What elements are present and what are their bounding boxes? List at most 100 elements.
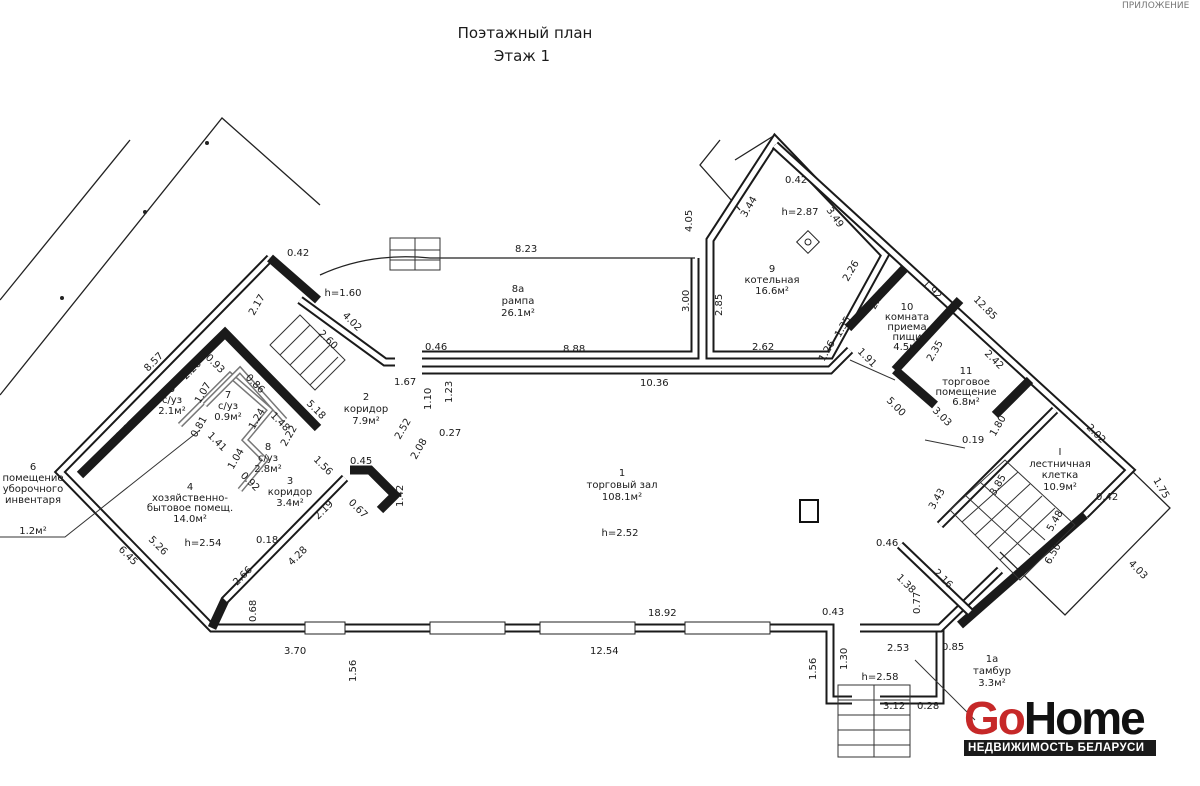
dimension: 3.03 <box>930 405 954 429</box>
logo-tagline: НЕДВИЖИМОСТЬ БЕЛАРУСИ <box>964 740 1156 756</box>
room-3-label: 3 коридор 3.4м² <box>268 476 312 509</box>
dimension: 1.80 <box>988 414 1009 439</box>
logo-wordmark: GoHome <box>964 692 1146 744</box>
height-room4: h=2.54 <box>185 538 222 549</box>
svg-text:7.9м²: 7.9м² <box>352 416 379 427</box>
svg-text:11: 11 <box>960 366 973 377</box>
dimension: 1.91 <box>855 346 879 370</box>
dimension: 1.75 <box>1150 476 1171 501</box>
dimension: 2.60 <box>316 328 340 352</box>
svg-text:клетка: клетка <box>1042 470 1079 481</box>
room-8a-label: 8а рампа 26.1м² <box>501 284 535 319</box>
svg-text:0.9м²: 0.9м² <box>214 412 241 423</box>
svg-text:помещение: помещение <box>935 387 996 398</box>
height-room9: h=2.87 <box>782 207 819 218</box>
room-6-label: 6 помещение уборочного инвентаря 1.2м² <box>2 462 63 537</box>
svg-text:2.1м²: 2.1м² <box>158 406 185 417</box>
dimension: 2.17 <box>247 293 268 318</box>
walls <box>53 132 1137 705</box>
dimension: 2.35 <box>925 339 946 364</box>
dimension: 0.77 <box>912 592 923 614</box>
svg-text:6: 6 <box>30 462 36 473</box>
dimension: 18.92 <box>648 608 677 619</box>
leader-lines <box>0 359 976 721</box>
dimension: 0.42 <box>1096 492 1118 503</box>
dimension: 12.85 <box>971 294 999 322</box>
dimension: 0.28 <box>917 701 939 712</box>
dimension: 8.88 <box>563 344 585 355</box>
svg-text:26.1м²: 26.1м² <box>501 308 535 319</box>
svg-text:10.9м²: 10.9м² <box>1043 482 1077 493</box>
room-9-label: 9 котельная 16.6м² <box>744 264 799 297</box>
dimension: 3.43 <box>927 487 948 512</box>
svg-text:инвентаря: инвентаря <box>5 495 61 506</box>
room-7-label: 7 с/уз 0.9м² <box>214 390 241 423</box>
svg-text:уборочного: уборочного <box>3 484 64 495</box>
svg-text:с/уз: с/уз <box>218 401 238 412</box>
dimension: 1.41 <box>205 430 229 454</box>
dimension: 1.67 <box>394 377 416 388</box>
svg-text:7: 7 <box>225 390 231 401</box>
room-2-label: 2 коридор 7.9м² <box>344 392 388 427</box>
svg-text:4.5м²: 4.5м² <box>893 342 920 353</box>
dimension: 0.67 <box>346 497 370 521</box>
dimension: 5.26 <box>146 534 170 558</box>
windows <box>304 621 771 635</box>
dimension: 0.46 <box>876 538 898 549</box>
dimension: 2.53 <box>887 643 909 654</box>
room-8-label: 8 с/уз 2.8м² <box>254 442 281 475</box>
dimension: 0.42 <box>785 175 807 186</box>
dimension: 2.62 <box>752 342 774 353</box>
dimension: 1.56 <box>311 454 335 478</box>
svg-text:5: 5 <box>169 384 175 395</box>
dimension: 0.19 <box>962 435 984 446</box>
dimension: 0.68 <box>248 600 259 622</box>
dimension: 3.12 <box>883 701 905 712</box>
column <box>799 499 819 523</box>
svg-text:1.2м²: 1.2м² <box>19 526 46 537</box>
stairwell-label: I лестничная клетка 10.9м² <box>1029 447 1091 493</box>
dimension: 10.36 <box>640 378 669 389</box>
room-1-label: 1 торговый зал 108.1м² <box>587 468 658 503</box>
svg-text:котельная: котельная <box>744 275 799 286</box>
svg-text:коридор: коридор <box>268 487 312 498</box>
dimension: 2.34 <box>868 287 889 312</box>
height-hall: h=2.52 <box>602 528 639 539</box>
svg-text:пищи: пищи <box>893 332 922 343</box>
dimension: 1.56 <box>348 660 359 682</box>
dimension: 0.18 <box>256 535 278 546</box>
svg-text:с/уз: с/уз <box>258 453 278 464</box>
dimension: 1.30 <box>839 648 850 670</box>
svg-text:бытовое помещ.: бытовое помещ. <box>147 503 233 514</box>
svg-text:4: 4 <box>187 482 193 493</box>
dimension: 1.23 <box>444 381 455 403</box>
svg-text:торговый зал: торговый зал <box>587 480 658 491</box>
header-note: ПРИЛОЖЕНИЕ <box>1122 1 1190 11</box>
svg-text:помещение: помещение <box>2 473 63 484</box>
room-5-label: 5 с/уз 2.1м² <box>158 384 185 417</box>
outdoor-outlines <box>0 117 1171 616</box>
svg-text:1а: 1а <box>986 654 999 665</box>
dimension: 1.10 <box>423 388 434 410</box>
room-10-label: 10 комната приема пищи 4.5м² <box>885 302 929 353</box>
dimension: 2.08 <box>409 437 430 462</box>
svg-text:1: 1 <box>619 468 625 479</box>
stairs <box>269 237 1076 758</box>
dimension: 2.85 <box>714 294 725 316</box>
svg-text:хозяйственно-: хозяйственно- <box>152 493 228 504</box>
room-4-label: 4 хозяйственно- бытовое помещ. 14.0м² <box>147 482 233 525</box>
gohome-logo[interactable]: GoHome НЕДВИЖИМОСТЬ БЕЛАРУСИ <box>964 692 1156 756</box>
svg-text:8а: 8а <box>512 284 525 295</box>
dimension: 2.52 <box>393 417 414 442</box>
svg-text:приема: приема <box>887 322 926 333</box>
svg-text:3.4м²: 3.4м² <box>276 498 303 509</box>
dimension: 0.46 <box>425 342 447 353</box>
dimension: 4.05 <box>684 210 695 232</box>
room-11-label: 11 торговое помещение 6.8м² <box>935 366 996 408</box>
svg-text:торговое: торговое <box>942 377 990 388</box>
svg-text:2.8м²: 2.8м² <box>254 464 281 475</box>
room-1a-label: 1а тамбур 3.3м² <box>973 654 1011 689</box>
floor-label: Этаж 1 <box>494 47 550 65</box>
dimension: 3.00 <box>681 290 692 312</box>
